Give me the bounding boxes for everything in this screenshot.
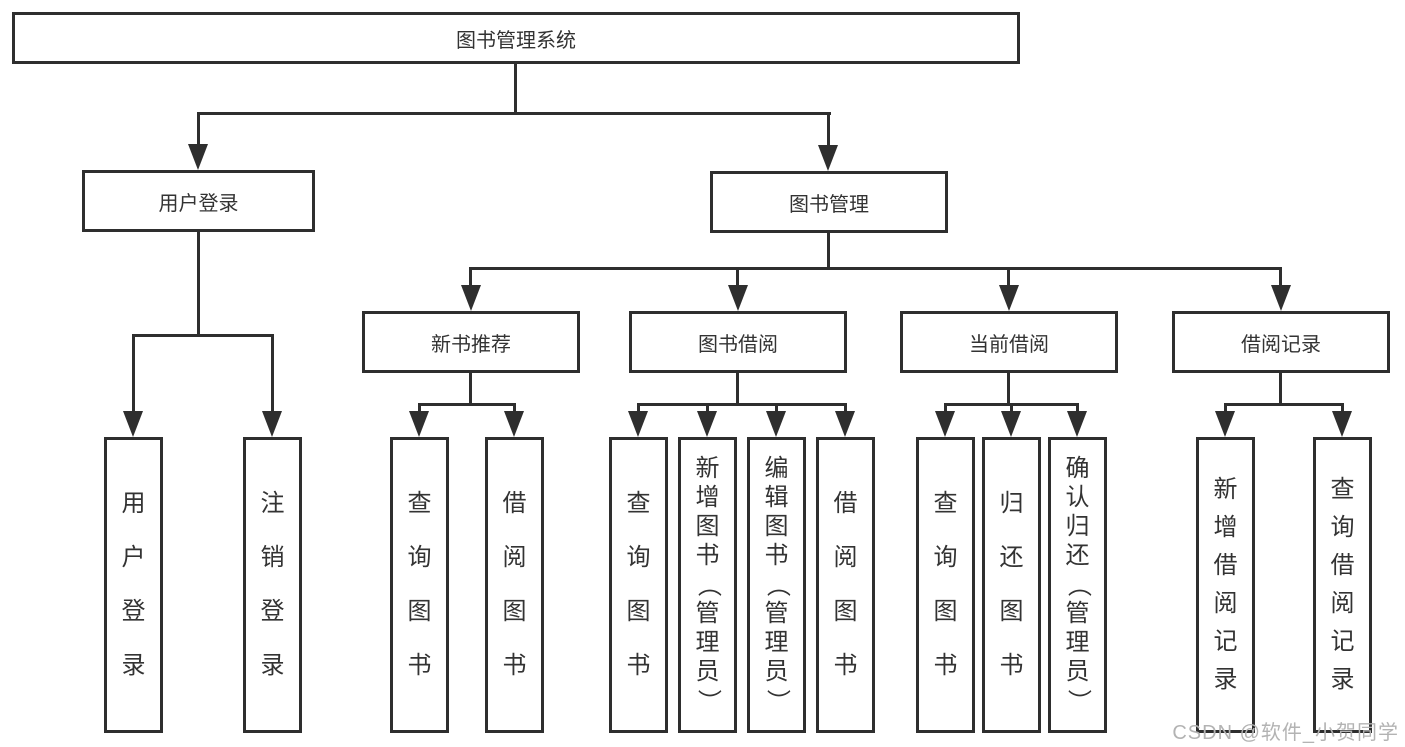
arrowhead bbox=[697, 411, 717, 437]
connector-line bbox=[513, 403, 516, 415]
arrowhead bbox=[262, 411, 282, 437]
arrowhead bbox=[461, 285, 481, 311]
leaf-add-borrow-record: 新增借阅记录 bbox=[1196, 437, 1255, 733]
node-current-borrowing: 当前借阅 bbox=[900, 311, 1118, 373]
leaf-borrow-books-recommend: 借阅图书 bbox=[485, 437, 544, 733]
connector-line bbox=[1010, 403, 1013, 415]
node-label: 图书借阅 bbox=[698, 333, 778, 356]
connector-line bbox=[470, 267, 1282, 270]
connector-line bbox=[775, 403, 778, 415]
connector-line bbox=[1007, 373, 1010, 406]
node-library-management-system: 图书管理系统 bbox=[12, 12, 1020, 64]
connector-line bbox=[736, 373, 739, 406]
connector-line bbox=[1279, 373, 1282, 406]
arrowhead bbox=[188, 144, 208, 170]
watermark: CSDN @软件_小贺同学 bbox=[1172, 722, 1399, 744]
connector-line bbox=[827, 112, 830, 146]
connector-line bbox=[418, 403, 516, 406]
leaf-add-books-admin: 新增图书（管理员） bbox=[678, 437, 737, 733]
connector-line bbox=[197, 112, 831, 115]
leaf-borrow-books-borrowing: 借阅图书 bbox=[816, 437, 875, 733]
arrowhead bbox=[1067, 411, 1087, 437]
leaf-confirm-return-admin: 确认归还（管理员） bbox=[1048, 437, 1107, 733]
node-label: 当前借阅 bbox=[969, 333, 1049, 356]
arrowhead bbox=[1271, 285, 1291, 311]
connector-line bbox=[637, 403, 640, 415]
node-user-login: 用户登录 bbox=[82, 170, 315, 232]
arrowhead bbox=[999, 285, 1019, 311]
connector-line bbox=[469, 267, 472, 287]
connector-line bbox=[197, 232, 200, 337]
connector-line bbox=[132, 334, 274, 337]
node-book-management: 图书管理 bbox=[710, 171, 948, 233]
node-label: 新书推荐 bbox=[431, 333, 511, 356]
arrowhead bbox=[935, 411, 955, 437]
node-borrowing-records: 借阅记录 bbox=[1172, 311, 1390, 373]
connector-line bbox=[827, 233, 830, 270]
connector-line bbox=[197, 112, 200, 146]
connector-line bbox=[418, 403, 421, 415]
leaf-query-books-current: 查询图书 bbox=[916, 437, 975, 733]
connector-line bbox=[637, 403, 847, 406]
connector-line bbox=[944, 403, 947, 415]
connector-line bbox=[271, 334, 274, 413]
arrowhead bbox=[1215, 411, 1235, 437]
connector-line bbox=[706, 403, 709, 415]
connector-line bbox=[1224, 403, 1227, 415]
connector-line bbox=[514, 63, 517, 115]
connector-line bbox=[1279, 267, 1282, 287]
arrowhead bbox=[1332, 411, 1352, 437]
leaf-query-borrow-record: 查询借阅记录 bbox=[1313, 437, 1372, 733]
connector-line bbox=[469, 373, 472, 406]
arrowhead bbox=[504, 411, 524, 437]
node-book-borrowing: 图书借阅 bbox=[629, 311, 847, 373]
connector-line bbox=[844, 403, 847, 415]
connector-line bbox=[132, 334, 135, 413]
connector-line bbox=[1224, 403, 1344, 406]
arrowhead bbox=[835, 411, 855, 437]
connector-line bbox=[1076, 403, 1079, 415]
leaf-query-books-recommend: 查询图书 bbox=[390, 437, 449, 733]
node-new-book-recommendation: 新书推荐 bbox=[362, 311, 580, 373]
connector-line bbox=[1007, 267, 1010, 287]
arrowhead bbox=[766, 411, 786, 437]
arrowhead bbox=[123, 411, 143, 437]
leaf-user-login: 用户登录 bbox=[104, 437, 163, 733]
leaf-logout: 注销登录 bbox=[243, 437, 302, 733]
node-label: 图书管理系统 bbox=[456, 29, 576, 52]
arrowhead bbox=[728, 285, 748, 311]
node-label: 用户登录 bbox=[158, 192, 239, 215]
connector-line bbox=[1341, 403, 1344, 415]
arrowhead bbox=[628, 411, 648, 437]
node-label: 借阅记录 bbox=[1241, 333, 1321, 356]
leaf-return-books: 归还图书 bbox=[982, 437, 1041, 733]
node-label: 图书管理 bbox=[789, 193, 869, 216]
arrowhead bbox=[1001, 411, 1021, 437]
leaf-edit-books-admin: 编辑图书（管理员） bbox=[747, 437, 806, 733]
leaf-query-books-borrowing: 查询图书 bbox=[609, 437, 668, 733]
arrowhead bbox=[409, 411, 429, 437]
connector-line bbox=[736, 267, 739, 287]
arrowhead bbox=[818, 145, 838, 171]
